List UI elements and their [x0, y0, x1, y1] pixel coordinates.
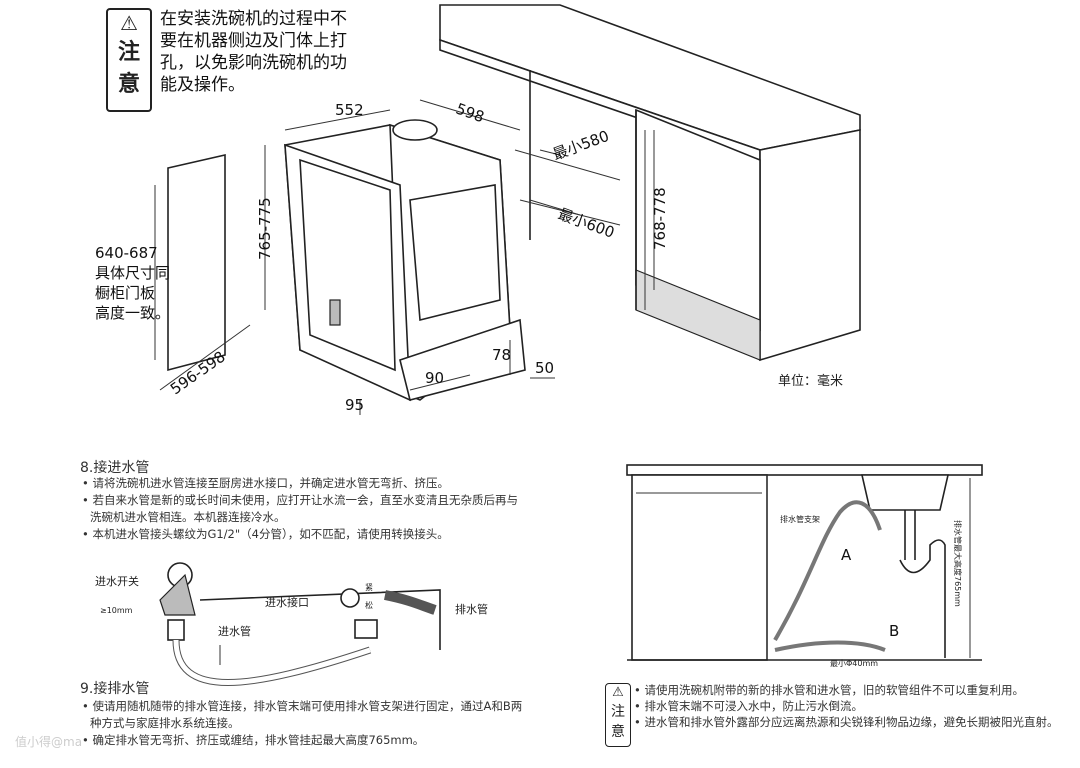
bullet: 请使用洗碗机附带的新的排水管和进水管，旧的软管组件不可以重复利用。: [644, 683, 1024, 697]
watermark: 值小得@ma: [15, 735, 83, 749]
label-inlet-port: 进水接口: [265, 596, 309, 609]
warning-triangle-icon: ⚠: [612, 685, 624, 700]
note-line: 孔，以免影响洗碗机的功: [160, 53, 347, 73]
panel-note-line: 高度一致。: [95, 304, 170, 322]
warning-triangle-icon: ⚠: [120, 11, 138, 35]
bullet: 使请用随机随带的排水管连接，排水管末端可使用排水管支架进行固定，通过A和B两种方…: [90, 699, 523, 730]
bottom-caution-bullets: • 请使用洗碗机附带的新的排水管和进水管，旧的软管组件不可以重复利用。 • 排水…: [634, 683, 1059, 729]
bullet: 排水管末端不可浸入水中，防止污水倒流。: [644, 699, 863, 713]
dim-height: 765-775: [256, 197, 274, 260]
section8-title: 8.接进水管: [80, 460, 150, 476]
dim-depth: 598: [454, 100, 487, 127]
door-panel: [167, 153, 226, 372]
kitchen-cabinet: [439, 4, 861, 362]
label-loosen: 松: [365, 600, 373, 610]
label-bracket: 排水管支架: [780, 514, 820, 524]
drain-hose-diagram: [626, 464, 983, 661]
panel-note-line: 橱柜门板: [95, 284, 155, 302]
badge-char: 意: [117, 72, 140, 97]
section8-bullets: • 请将洗碗机进水管连接至厨房进水接口，并确定进水管无弯折、挤压。 • 若自来水…: [82, 476, 518, 541]
badge-char: 意: [611, 724, 625, 740]
label-b: B: [889, 622, 899, 640]
bullet: 进水管和排水管外露部分应远离热源和尖锐锋利物品边缘，避免长期被阳光直射。: [644, 715, 1059, 729]
dim-95: 95: [345, 396, 364, 414]
label-gap: ≥10mm: [100, 606, 133, 615]
label-drain-hose: 排水管: [455, 602, 488, 616]
label-valve: 进水开关: [95, 574, 139, 588]
bullet: 本机进水管接头螺纹为G1/2"（4分管），如不匹配，请使用转换接头。: [92, 527, 449, 541]
dishwasher-body: [284, 119, 526, 402]
badge-char: 注: [611, 704, 625, 720]
top-caution-text: 在安装洗碗机的过程中不 要在机器侧边及门体上打 孔，以免影响洗碗机的功 能及操作…: [160, 8, 347, 96]
caution-badge-top: ⚠ 注 意: [106, 8, 152, 112]
section9-bullets: • 使请用随机随带的排水管连接，排水管末端可使用排水管支架进行固定，通过A和B两…: [82, 699, 523, 747]
inlet-hose-diagram: [159, 562, 441, 686]
badge-char: 注: [117, 40, 140, 65]
dim-50: 50: [535, 359, 554, 377]
dimension-lines: [154, 99, 646, 415]
dim-min580: 最小580: [550, 127, 611, 164]
note-line: 要在机器侧边及门体上打: [160, 31, 347, 51]
dim-min600: 最小600: [556, 205, 617, 242]
panel-note-line: 具体尺寸同: [95, 264, 170, 282]
dim-78: 78: [492, 346, 511, 364]
label-inlet-hose: 进水管: [218, 624, 251, 638]
label-a: A: [841, 546, 852, 564]
bullet: 请将洗碗机进水管连接至厨房进水接口，并确定进水管无弯折、挤压。: [92, 476, 449, 490]
label-tighten: 紧: [365, 583, 373, 592]
dim-90: 90: [425, 369, 444, 387]
dim-cabinet-height: 768-778: [651, 187, 669, 250]
dim-panel-height: 640-687: [95, 244, 158, 262]
label-max-height: 排水管最大高度765mm: [953, 520, 963, 607]
section9-title: 9.接排水管: [80, 681, 150, 697]
bullet: 若自来水管是新的或长时间未使用，应打开让水流一会，直至水变清且无杂质后再与洗碗机…: [90, 493, 518, 524]
note-line: 在安装洗碗机的过程中不: [160, 9, 347, 29]
label-min-diameter: 最小Φ40mm: [830, 659, 878, 668]
dim-width: 552: [335, 101, 364, 119]
unit-label: 单位：毫米: [778, 373, 843, 389]
bullet: 确定排水管无弯折、挤压或缠结，排水管挂起最大高度765mm。: [92, 733, 425, 747]
caution-badge-bottom: ⚠ 注 意: [605, 683, 631, 747]
note-line: 能及操作。: [160, 75, 245, 95]
